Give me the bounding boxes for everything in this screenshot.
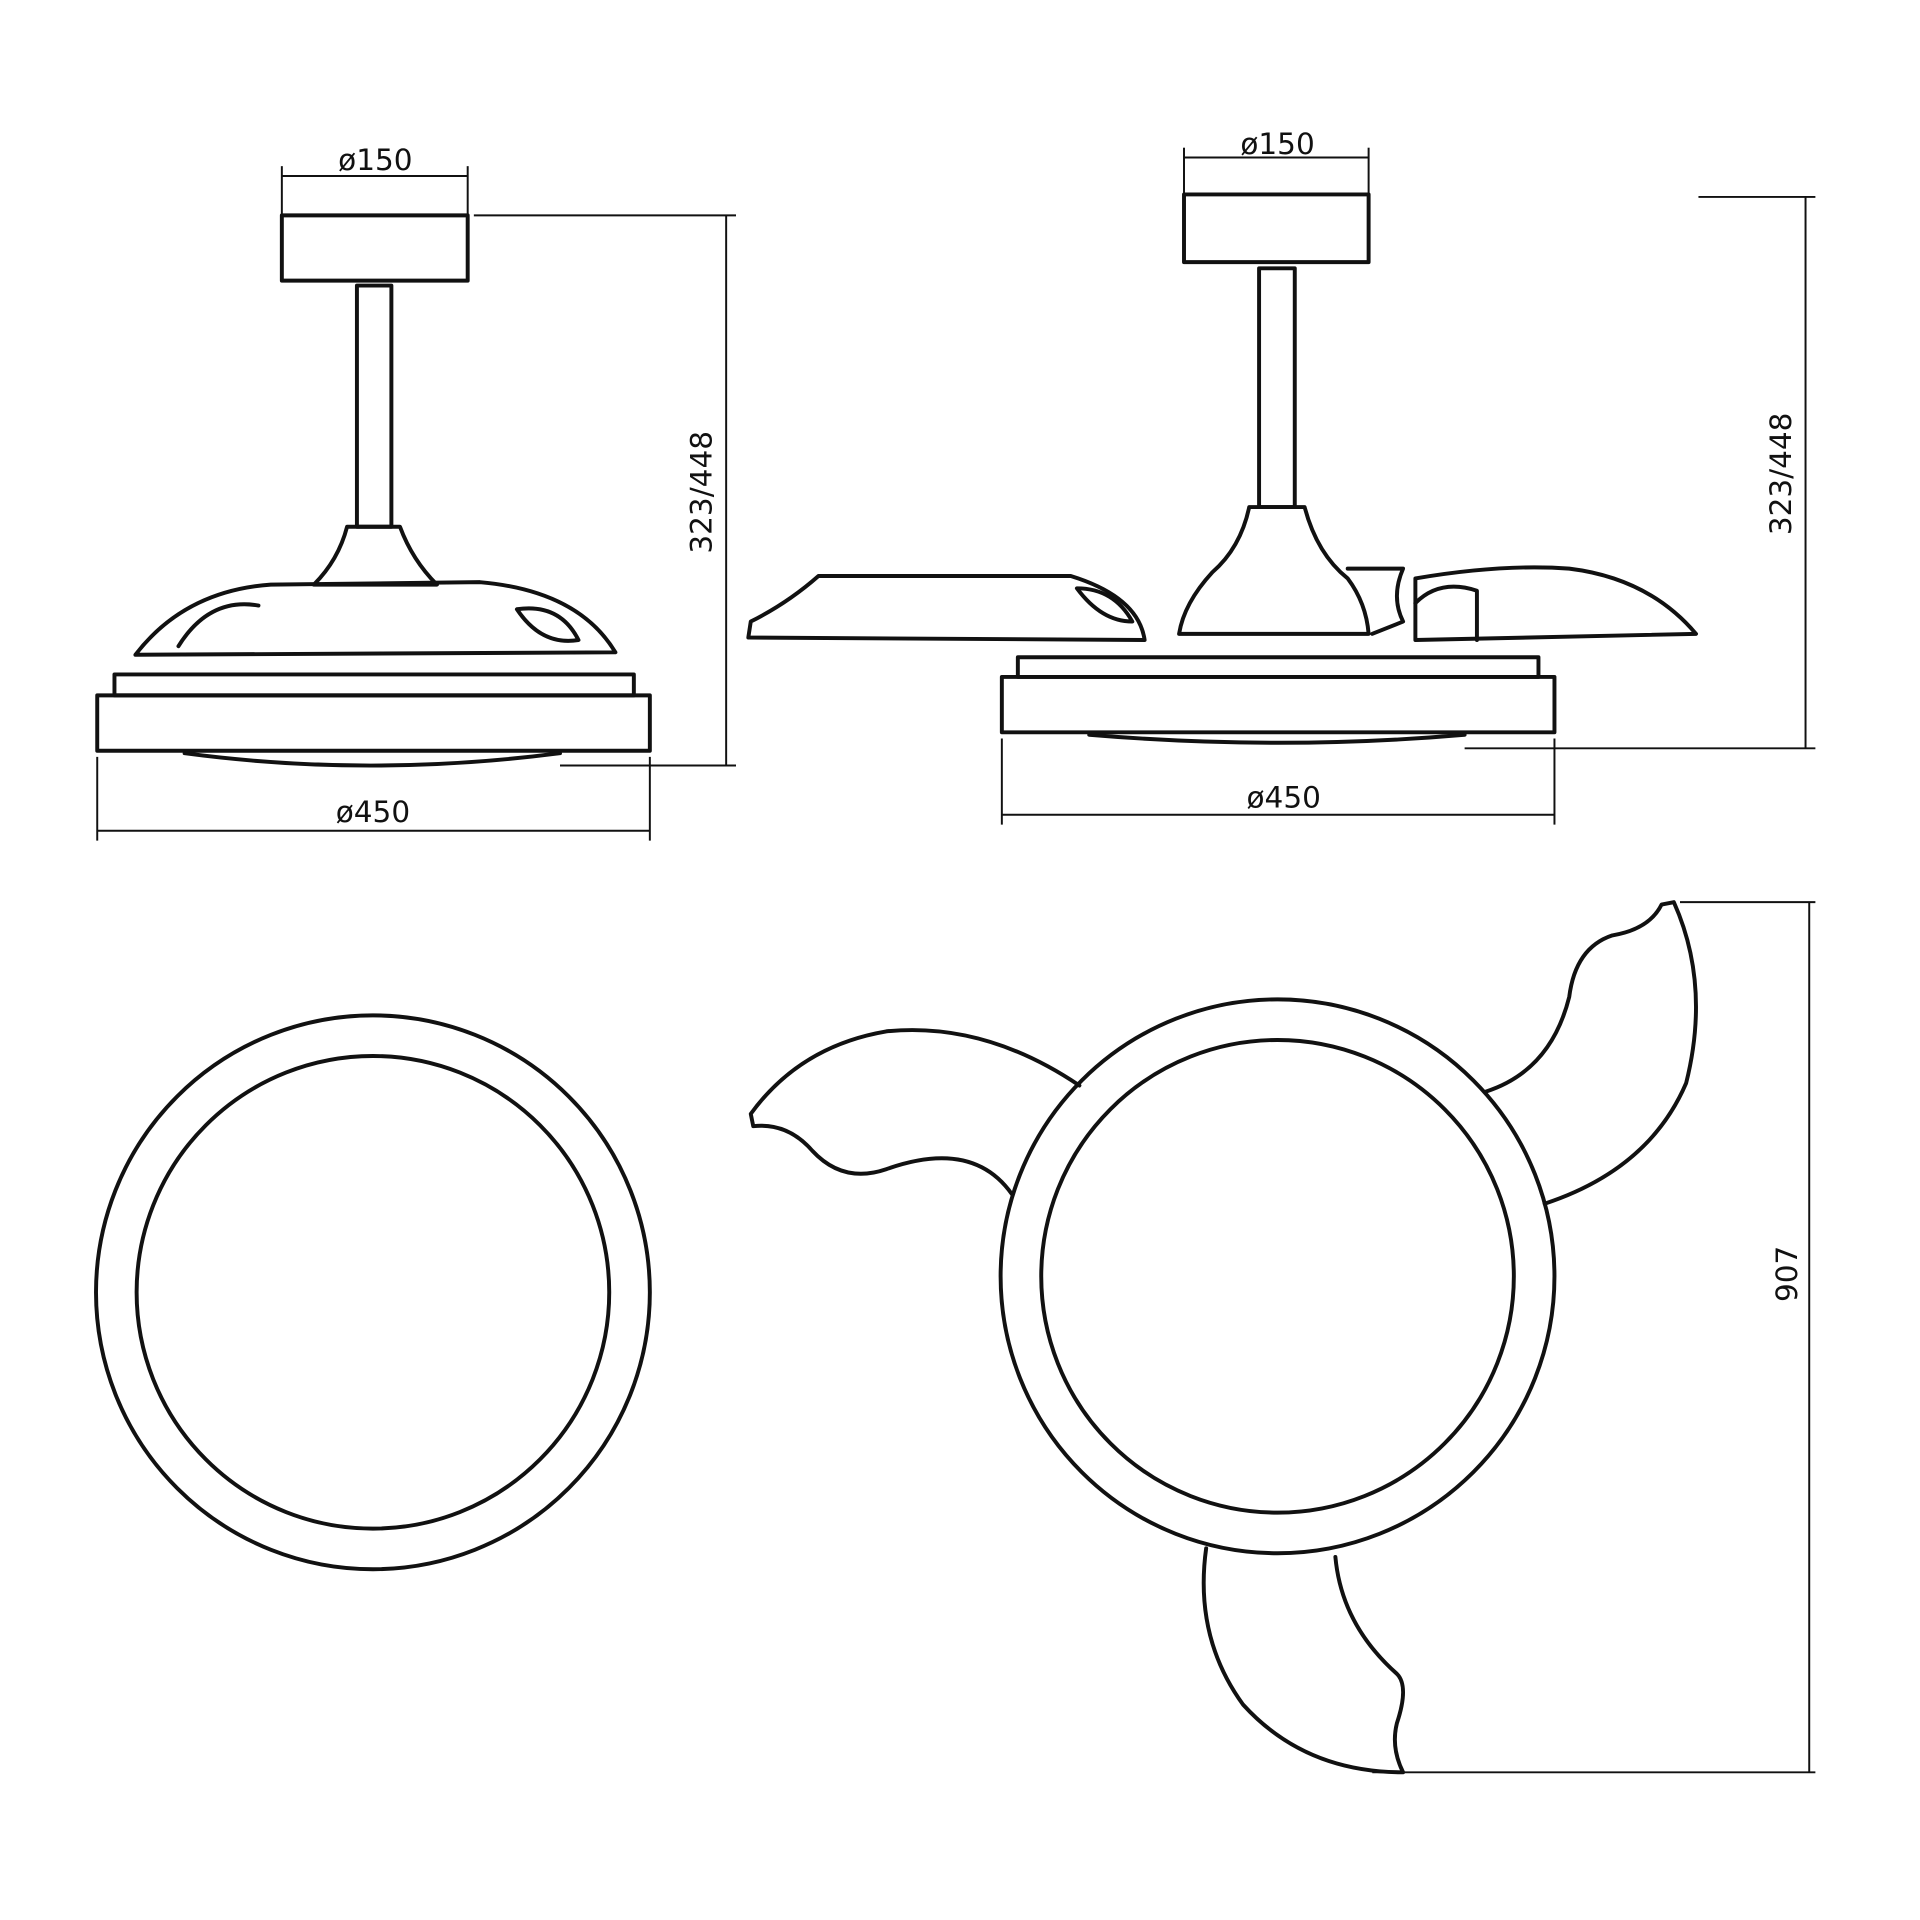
downrod [354,283,394,529]
plate [1015,655,1541,679]
canopy [279,213,470,283]
outer-ring [998,997,1557,1556]
height-label: 323/448 [1764,413,1798,536]
downrod [1257,266,1297,510]
body-diameter-label: ø450 [1246,780,1320,814]
folded-blades [133,580,618,657]
side-view-open: ø150 323/448 ø450 [746,127,1816,825]
bottom-view-folded [94,1013,652,1572]
inner-diffuser [134,1054,612,1531]
blade-left [746,574,1147,642]
canopy-diameter-label: ø150 [338,143,412,177]
span-label: 907 [1770,1246,1804,1302]
blade-right [1413,565,1698,642]
blade-1 [748,1028,1082,1196]
outer-ring [94,1013,652,1572]
canopy [1182,192,1371,265]
blade-2 [1483,900,1698,1206]
light-ring [999,674,1557,735]
light-ring [95,693,652,753]
side-view-folded: ø150 323/448 ø450 [95,143,736,841]
plate [112,672,636,698]
inner-diffuser [1039,1038,1516,1515]
diffuser [1087,732,1467,745]
body-diameter-label: ø450 [336,795,410,829]
diffuser [182,751,562,768]
motor-housing [1177,505,1371,636]
bottom-view-open: 907 [748,900,1816,1775]
blade-3 [1201,1546,1406,1775]
motor-housing [311,524,439,587]
height-label: 323/448 [684,431,718,554]
canopy-diameter-label: ø150 [1240,127,1314,161]
